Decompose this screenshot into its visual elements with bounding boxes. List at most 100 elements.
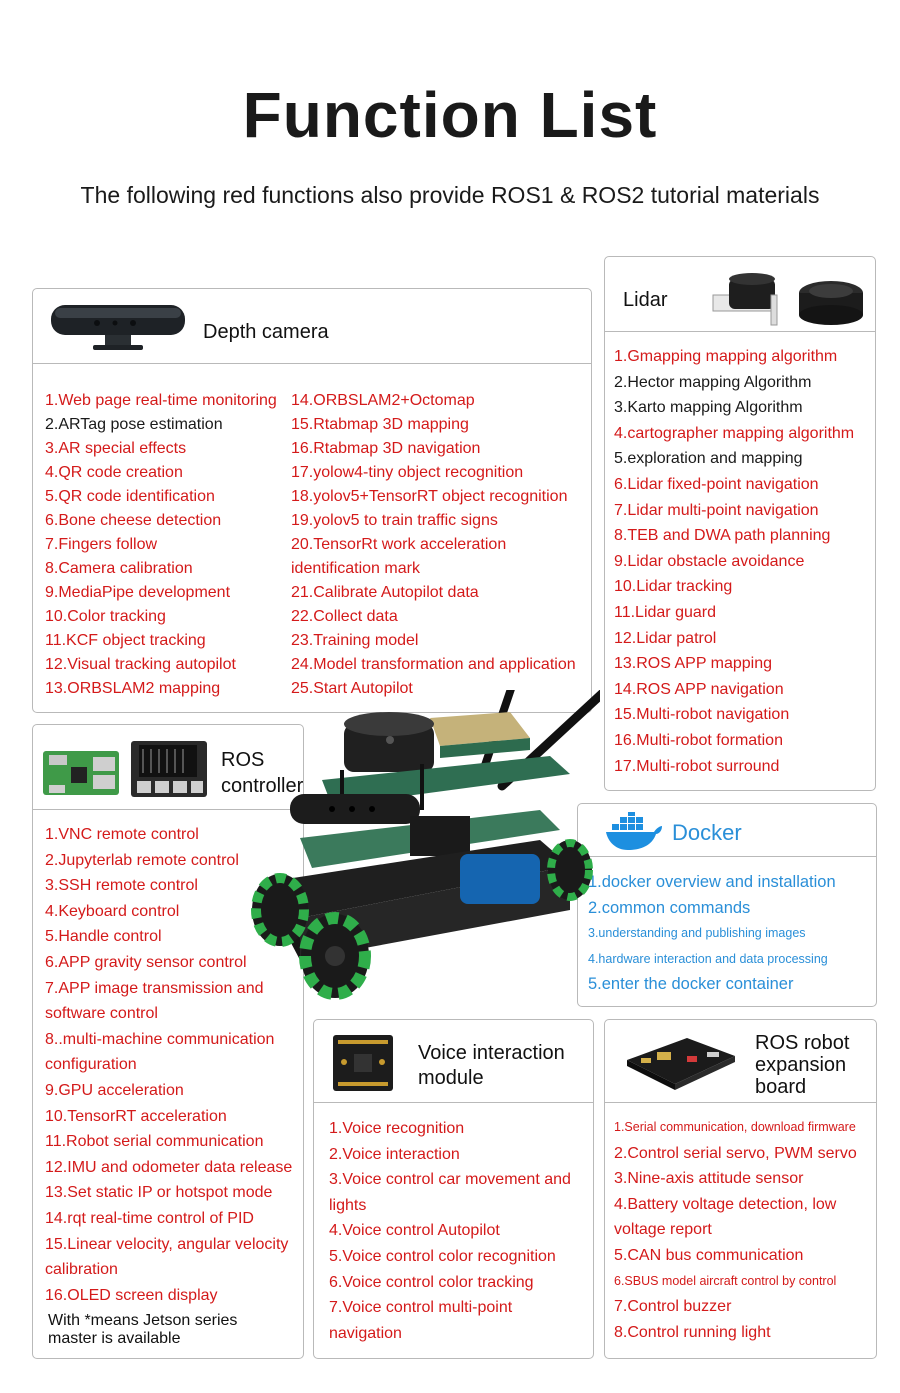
list-item: voltage report — [614, 1221, 712, 1239]
ros-controller-header: ROS controller — [33, 725, 303, 810]
list-item: 17.yolow4-tiny object recognition — [291, 464, 524, 481]
list-item: 11.KCF object tracking — [45, 632, 206, 649]
lidar-icon — [712, 273, 863, 326]
depth-camera-icon — [51, 305, 185, 350]
list-item: 16.Multi-robot formation — [614, 731, 783, 749]
expansion-board-list: 1.Serial communication, download firmwar… — [614, 1115, 857, 1345]
list-item: 4.QR code creation — [45, 464, 183, 481]
list-item: 17.Multi-robot surround — [614, 757, 780, 775]
list-item: 15.Linear velocity, angular velocity — [45, 1235, 289, 1253]
jetson-note-line1: With *means Jetson series — [48, 1312, 238, 1329]
ros-controller-title-line2: controller — [221, 775, 304, 797]
list-item: 18.yolov5+TensorRT object recognition — [291, 488, 568, 505]
list-item: 5.enter the docker container — [588, 975, 794, 994]
list-item: 2.ARTag pose estimation — [45, 416, 223, 433]
page-title: Function List — [242, 79, 658, 151]
list-item: 1.Voice recognition — [329, 1120, 465, 1137]
voice-title-line1: Voice interaction — [418, 1042, 565, 1064]
expansion-title-line2: expansion — [755, 1054, 847, 1076]
list-item: 7.Control buzzer — [614, 1298, 732, 1316]
list-item: 5.Voice control color recognition — [329, 1247, 556, 1265]
list-item: 9.MediaPipe development — [45, 584, 231, 601]
voice-interaction-panel: Voice interaction module 1.Voice recogni… — [313, 1019, 594, 1359]
expansion-title-line1: ROS robot — [755, 1032, 850, 1054]
list-item: 7.Lidar multi-point navigation — [614, 501, 819, 519]
list-item: 4.Battery voltage detection, low — [614, 1195, 837, 1213]
list-item: 2.Hector mapping Algorithm — [614, 373, 812, 391]
list-item: 3.Nine-axis attitude sensor — [614, 1170, 804, 1188]
list-item: 5.CAN bus communication — [614, 1246, 804, 1264]
page-subtitle: The following red functions also provide… — [80, 182, 820, 208]
voice-module-icon — [333, 1035, 393, 1091]
list-item: 15.Multi-robot navigation — [614, 706, 790, 724]
list-item: 5.exploration and mapping — [614, 450, 803, 468]
list-item: 8.TEB and DWA path planning — [614, 527, 831, 545]
list-item: 11.Lidar guard — [614, 603, 716, 621]
list-item: 16.OLED screen display — [45, 1286, 218, 1304]
list-item: 9.Lidar obstacle avoidance — [614, 552, 805, 570]
list-item: 5.QR code identification — [45, 488, 215, 505]
ros-controller-title-line1: ROS — [221, 749, 265, 771]
list-item: 6.Lidar fixed-point navigation — [614, 475, 819, 493]
lidar-panel: Lidar 1.Gmapping mapping algorithm 2.Hect… — [604, 256, 876, 791]
list-item: 4.Keyboard control — [45, 902, 180, 920]
jetson-note-line2: master is available — [48, 1330, 181, 1347]
lidar-header: Lidar — [605, 257, 875, 332]
docker-header: Docker — [578, 804, 876, 857]
list-item: 23.Training model — [291, 632, 419, 649]
depth-camera-list-1: 1.Web page real-time monitoring 2.ARTag p… — [45, 389, 277, 701]
list-item: 13.ORBSLAM2 mapping — [45, 680, 221, 697]
list-item: 7.Voice control multi-point — [329, 1299, 513, 1317]
list-item: 13.Set static IP or hotspot mode — [45, 1184, 273, 1202]
list-item: 8.Camera calibration — [45, 560, 193, 577]
list-item: 6.APP gravity sensor control — [45, 953, 247, 971]
list-item: 1.Serial communication, download firmwar… — [614, 1120, 856, 1134]
voice-title-line2: module — [418, 1067, 484, 1089]
list-item: 2.Jupyterlab remote control — [45, 851, 239, 869]
expansion-board-header: ROS robot expansion board — [605, 1020, 876, 1103]
docker-title: Docker — [672, 820, 742, 845]
list-item: identification mark — [291, 560, 420, 577]
list-item: 19.yolov5 to train traffic signs — [291, 512, 498, 529]
list-item: 4.hardware interaction and data processi… — [588, 951, 828, 966]
list-item: 6.Bone cheese detection — [45, 512, 222, 529]
list-item: 11.Robot serial communication — [45, 1133, 264, 1151]
list-item: 15.Rtabmap 3D mapping — [291, 416, 469, 433]
list-item: 6.SBUS model aircraft control by control — [614, 1273, 837, 1288]
lidar-title: Lidar — [623, 289, 668, 311]
list-item: 1.docker overview and installation — [588, 873, 836, 891]
list-item: 1.Web page real-time monitoring — [45, 392, 277, 409]
list-item: 3.understanding and publishing images — [588, 926, 806, 941]
list-item: 7.Fingers follow — [45, 536, 158, 553]
list-item: 20.TensorRt work acceleration — [291, 536, 507, 553]
list-item: configuration — [45, 1056, 137, 1074]
docker-list: 1.docker overview and installation 2.comm… — [588, 870, 836, 998]
list-item: 4.cartographer mapping algorithm — [614, 424, 855, 442]
list-item: 8.Control running light — [614, 1323, 771, 1341]
voice-interaction-header: Voice interaction module — [314, 1020, 593, 1103]
list-item: 21.Calibrate Autopilot data — [291, 584, 479, 601]
list-item: 6.Voice control color tracking — [329, 1273, 534, 1291]
list-item: lights — [329, 1196, 367, 1214]
list-item: 25.Start Autopilot — [291, 680, 413, 697]
docker-panel: Docker 1.docker overview and installatio… — [577, 803, 877, 1007]
list-item: 22.Collect data — [291, 608, 398, 625]
list-item: 1.Gmapping mapping algorithm — [614, 348, 838, 365]
list-item: 2.common commands — [588, 898, 751, 917]
raspberry-pi-board-icon — [43, 751, 119, 795]
list-item: 3.Voice control car movement and — [329, 1171, 571, 1189]
list-item: 12.Visual tracking autopilot — [45, 656, 236, 673]
list-item: 12.IMU and odometer data release — [45, 1158, 293, 1176]
list-item: 14.ROS APP navigation — [614, 680, 784, 698]
list-item: 10.TensorRT acceleration — [45, 1107, 227, 1125]
jetson-nano-board-icon — [131, 741, 207, 797]
depth-camera-title: Depth camera — [203, 321, 329, 343]
list-item: 14.rqt real-time control of PID — [45, 1209, 254, 1227]
list-item: 9.GPU acceleration — [45, 1081, 184, 1099]
depth-camera-header: Depth camera — [33, 289, 591, 364]
list-item: 3.AR special effects — [45, 440, 187, 457]
